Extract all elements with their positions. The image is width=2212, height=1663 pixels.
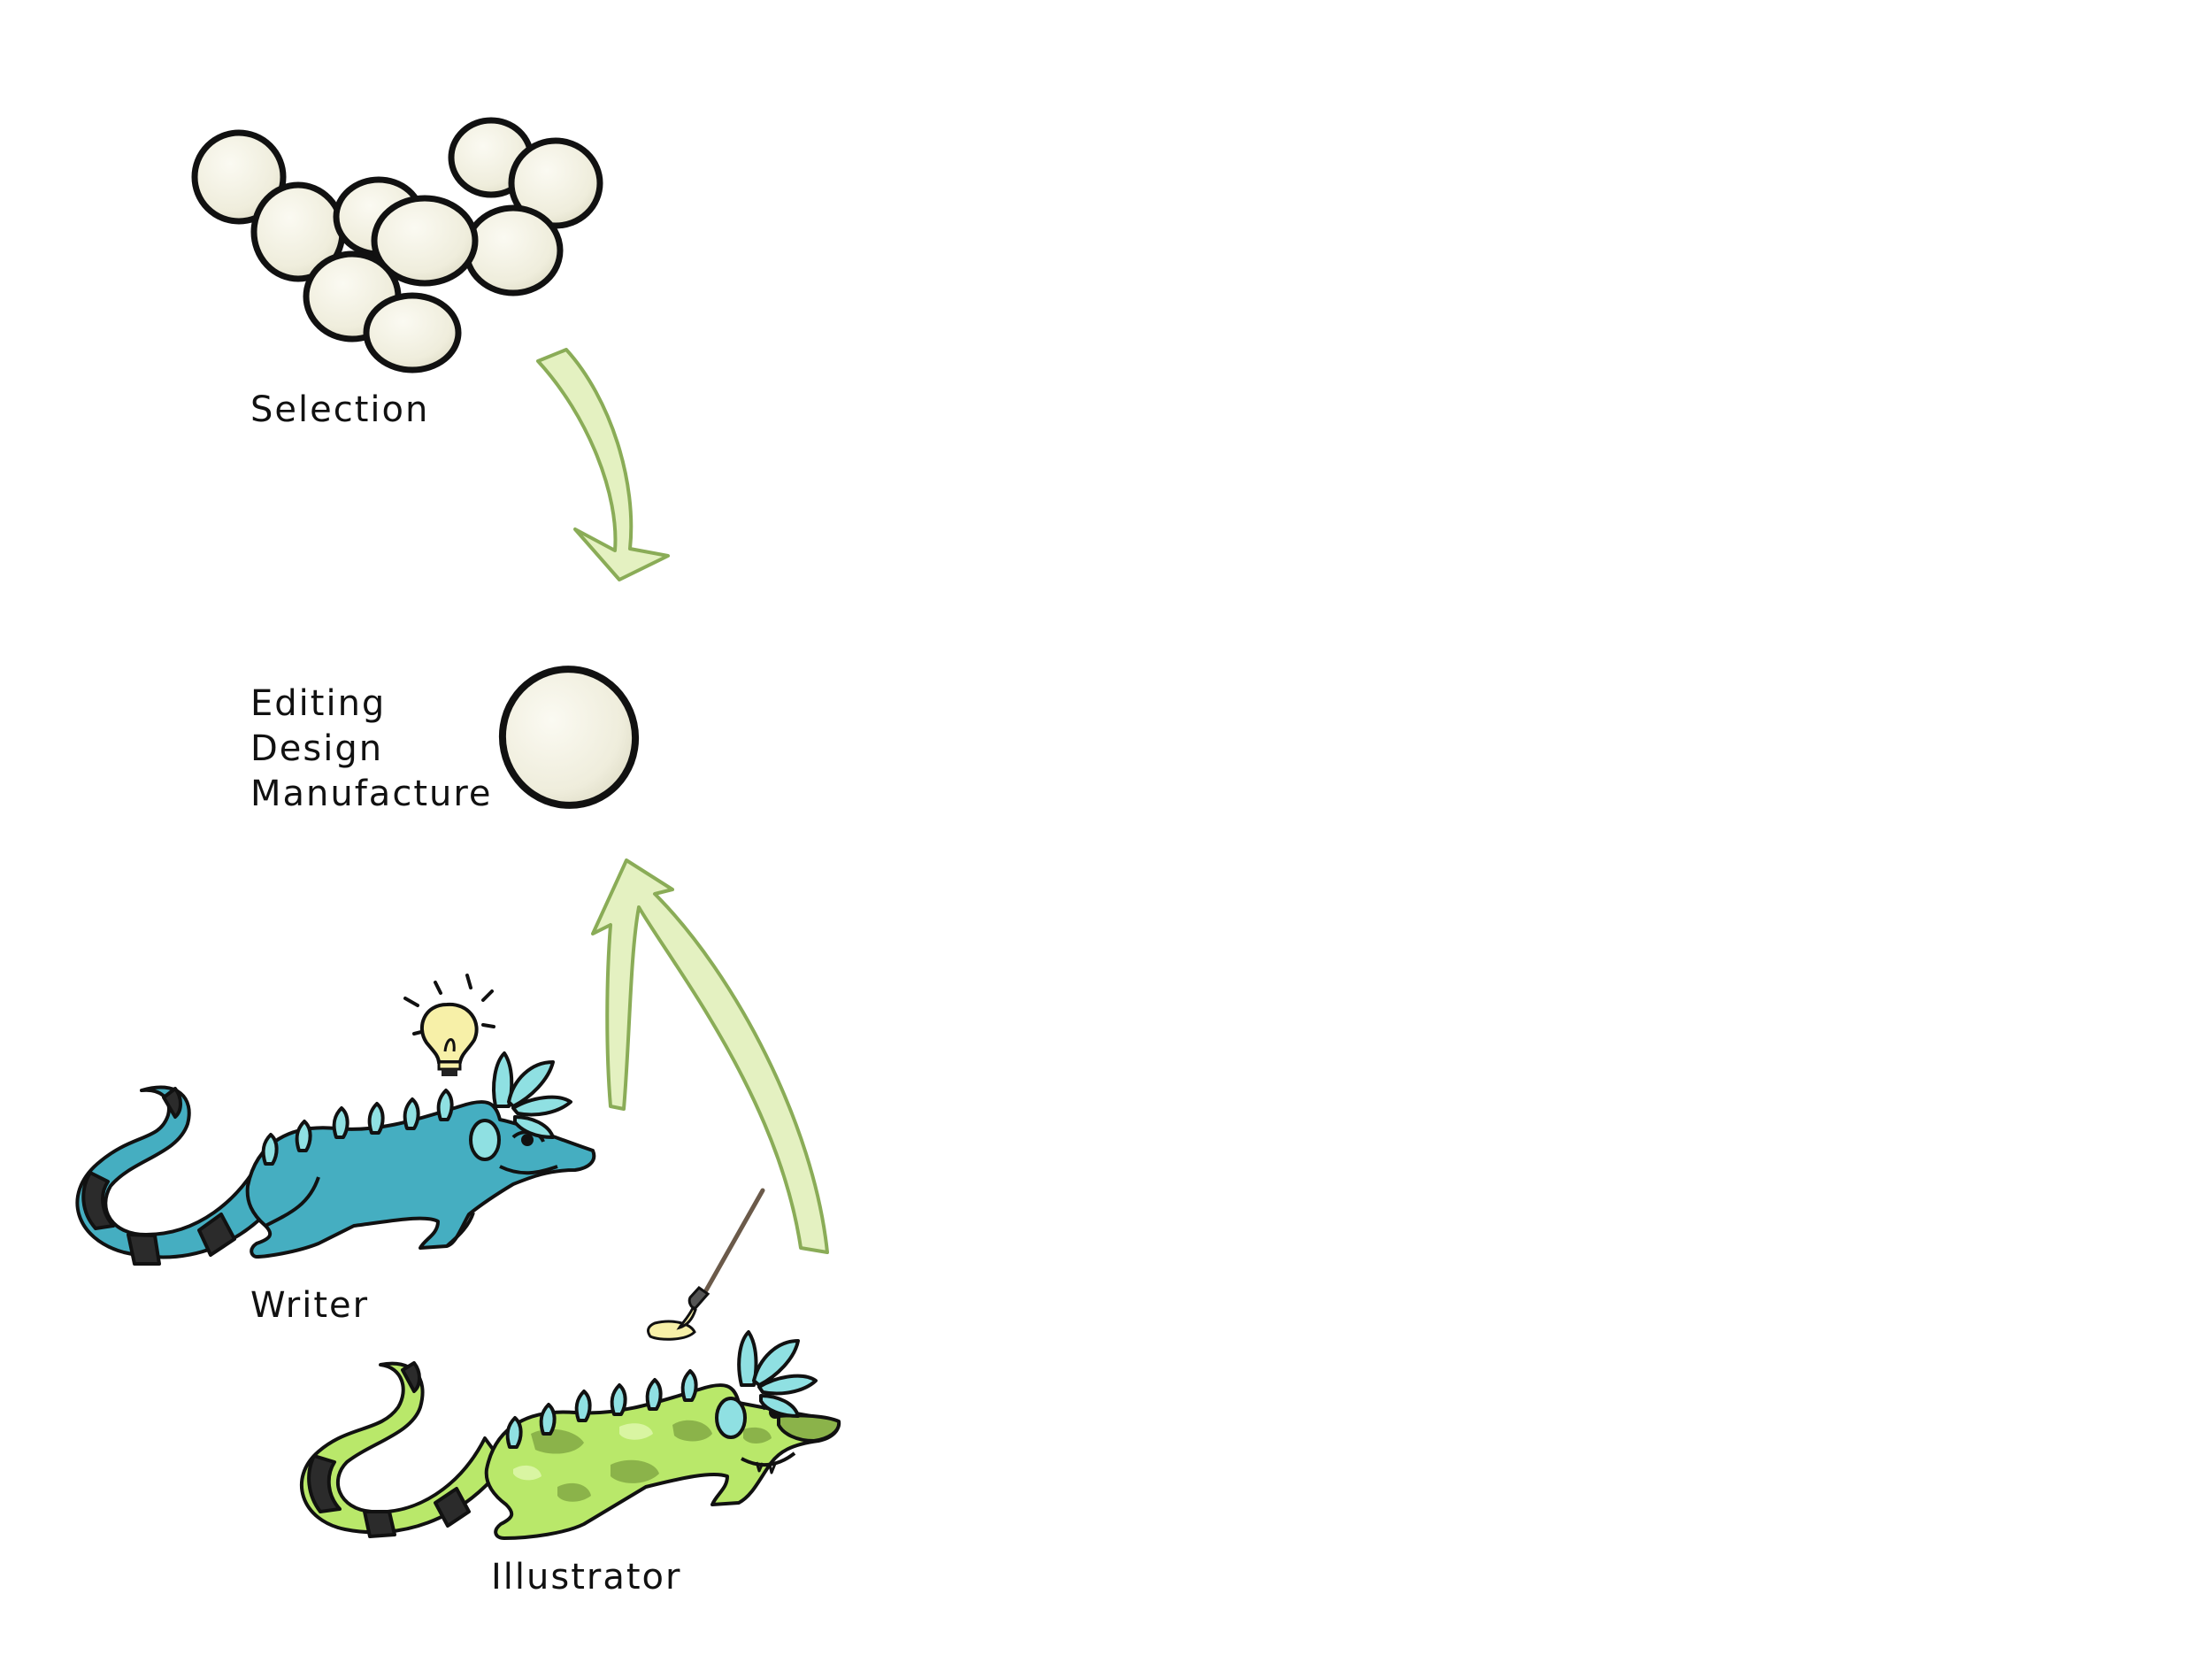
production-stage-label: Editing Design Manufacture [250,681,493,817]
arrow-icon [536,348,670,581]
writer-label: Writer [250,1285,370,1326]
blue-iguana-icon [75,1051,596,1266]
arrow-icon [591,858,829,1254]
paintbrush-icon [647,1188,765,1341]
egg-icon [498,666,640,809]
selection-label: Selection [250,389,430,430]
stage-line-editing: Editing [250,683,387,724]
stage-line-design: Design [250,728,384,769]
lightbulb-icon [403,974,495,1076]
egg-cluster-icon [191,117,603,373]
green-iguana-icon [299,1330,841,1540]
stage-line-manufacture: Manufacture [250,774,493,814]
illustrator-label: Illustrator [491,1557,682,1598]
